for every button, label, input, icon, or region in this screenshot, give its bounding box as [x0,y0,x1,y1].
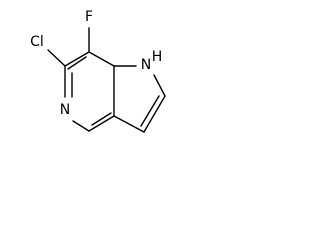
bond-c4-c3a [88,115,115,132]
chlorine-atom-label: Cl [30,34,44,50]
bond-c4-c3a-double [91,112,112,126]
bond-c2-c3-double [140,95,160,127]
chemical-structure: F Cl N N H [30,9,166,133]
bond-c7-c6 [64,51,90,67]
bond-c6-cl [47,49,66,67]
bond-c2-c3 [143,95,166,133]
bond-n1-c2 [153,74,166,97]
pyrrole-nitrogen-label: N [141,57,151,73]
bond-c6-c6a-double [67,56,87,70]
pyridine-nitrogen-label: N [60,102,70,118]
bond-c3-c3a [113,115,145,133]
bond-c7a-c7 [88,51,115,67]
bond-n5-c4 [72,120,90,132]
pyrrole-hydrogen-label: H [152,49,163,65]
fluorine-atom-label: F [85,9,93,25]
